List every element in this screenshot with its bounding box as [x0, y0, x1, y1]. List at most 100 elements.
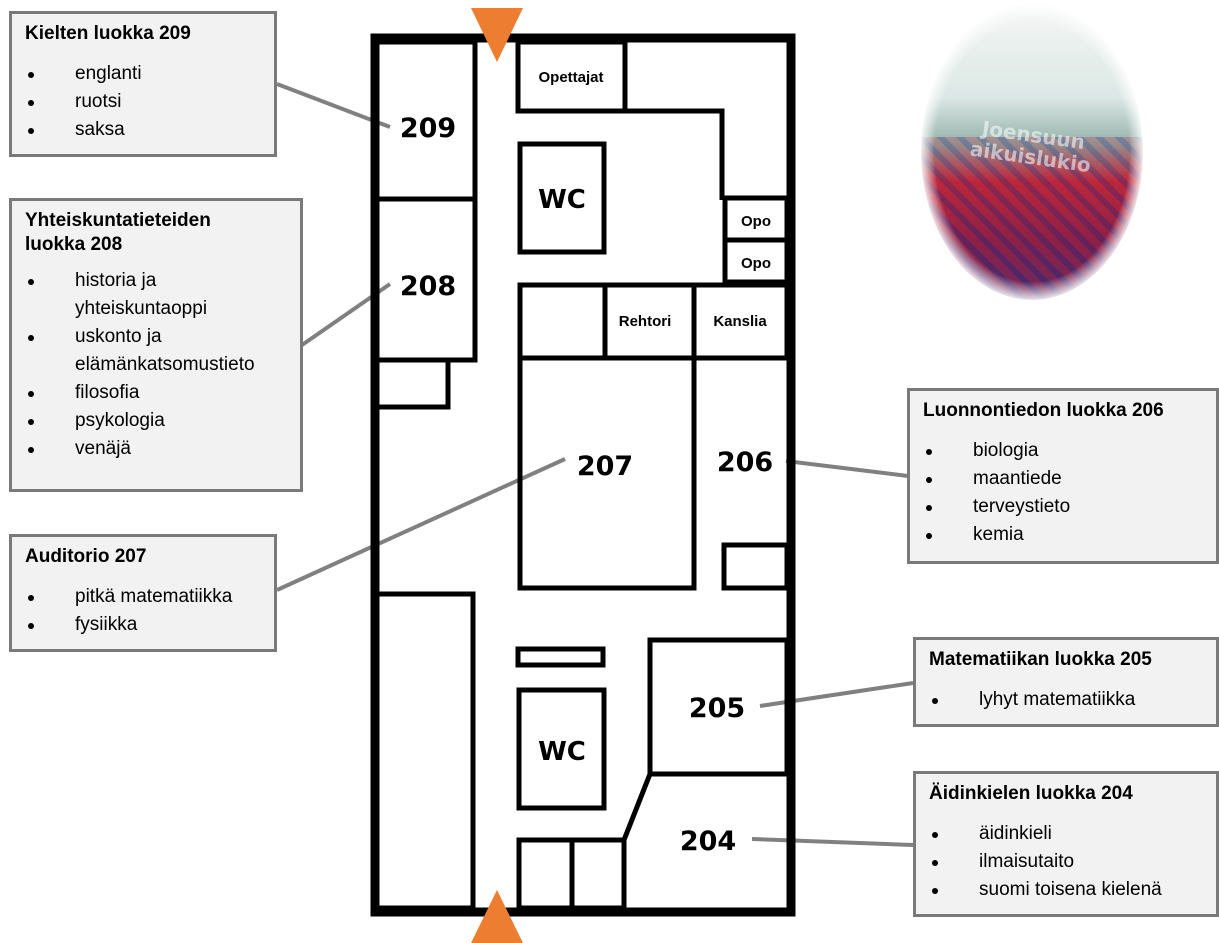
label-opo-2: Opo — [741, 255, 771, 272]
list-item-text: äidinkieli — [979, 823, 1052, 844]
label-204: 204 — [680, 826, 736, 857]
infobox-205: Matematiikan luokka 205 lyhyt matematiik… — [913, 637, 1219, 727]
list-item-text: psykologia — [75, 410, 165, 431]
label-205: 205 — [689, 693, 745, 724]
list-item-text: suomi toisena kielenä — [979, 879, 1162, 900]
infobox-204-title: Äidinkielen luokka 204 — [929, 783, 1133, 804]
infobox-206: Luonnontiedon luokka 206 biologia maanti… — [907, 388, 1219, 564]
small-room-bottom-2 — [569, 837, 627, 911]
bullet-icon — [926, 449, 932, 455]
infobox-208-title: Yhteiskuntatieteiden luokka 208 — [25, 209, 288, 257]
wall-204 — [621, 773, 653, 908]
bullet-icon — [28, 335, 34, 341]
list-item: suomi toisena kielenä — [929, 876, 1204, 904]
list-item: terveystieto — [923, 493, 1204, 521]
room-small-middle — [517, 282, 608, 361]
list-item-text: yhteiskuntaoppi — [75, 298, 208, 319]
bullet-icon — [28, 72, 34, 78]
list-item: saksa — [25, 116, 262, 144]
bullet-icon — [932, 698, 938, 704]
connector-206 — [785, 459, 909, 478]
bullet-icon — [28, 279, 34, 285]
list-item-text: saksa — [75, 119, 125, 140]
room-kanslia — [691, 282, 790, 361]
list-item: venäjä — [25, 435, 288, 463]
label-rehtori: Rehtori — [619, 313, 672, 330]
bullet-icon — [932, 832, 938, 838]
infobox-209: Kielten luokka 209 englanti ruotsi saksa — [9, 11, 277, 157]
list-item-text: pitkä matematiikka — [75, 586, 233, 607]
list-item: maantiede — [923, 465, 1204, 493]
room-205 — [647, 637, 790, 777]
small-room-left — [374, 357, 451, 410]
infobox-209-list: englanti ruotsi saksa — [25, 60, 262, 144]
bullet-icon — [28, 447, 34, 453]
infobox-206-list: biologia maantiede terveystieto kemia — [923, 437, 1204, 549]
list-item-text: venäjä — [75, 438, 131, 459]
list-item: ilmaisutaito — [929, 848, 1204, 876]
list-item-text: terveystieto — [973, 496, 1071, 517]
list-item-text: elämänkatsomustieto — [75, 354, 255, 375]
infobox-205-title: Matematiikan luokka 205 — [929, 649, 1152, 670]
shelf — [515, 646, 606, 668]
room-opo-2 — [722, 237, 790, 285]
list-item-text: ruotsi — [75, 91, 122, 112]
list-item: äidinkieli — [929, 820, 1204, 848]
infobox-208-title-line1: Yhteiskuntatieteiden — [25, 210, 211, 231]
bullet-icon — [28, 128, 34, 134]
list-item: kemia — [923, 521, 1204, 549]
label-208: 208 — [400, 271, 456, 302]
bullet-icon — [932, 888, 938, 894]
small-room-bottom-1 — [516, 837, 575, 911]
list-item-text: maantiede — [973, 468, 1062, 489]
label-opo-1: Opo — [741, 213, 771, 230]
infobox-208-title-line2: luokka 208 — [25, 234, 123, 255]
infobox-207: Auditorio 207 pitkä matematiikka fysiikk… — [9, 534, 277, 652]
label-kanslia: Kanslia — [713, 313, 767, 330]
list-item: biologia — [923, 437, 1204, 465]
bullet-icon — [28, 391, 34, 397]
label-wc-bottom: WC — [538, 737, 586, 767]
infobox-208: Yhteiskuntatieteiden luokka 208 historia… — [9, 198, 303, 492]
infobox-209-title: Kielten luokka 209 — [25, 23, 191, 44]
infobox-208-list: historia ja yhteiskuntaoppi uskonto ja elä… — [25, 267, 288, 463]
bullet-icon — [926, 505, 932, 511]
label-206: 206 — [717, 447, 773, 478]
entrance-arrow-bottom — [471, 890, 523, 943]
infobox-207-title: Auditorio 207 — [25, 546, 147, 567]
bullet-icon — [28, 623, 34, 629]
list-item-text: historia ja — [75, 270, 157, 291]
room-left-bottom — [374, 591, 476, 911]
list-item: uskonto ja elämänkatsomustieto — [25, 323, 288, 379]
infobox-204: Äidinkielen luokka 204 äidinkieli ilmais… — [913, 771, 1219, 917]
list-item: filosofia — [25, 379, 288, 407]
list-item: pitkä matematiikka — [25, 583, 262, 611]
label-opettajat: Opettajat — [538, 69, 603, 86]
list-item-text: uskonto ja — [75, 326, 162, 347]
bullet-icon — [926, 533, 932, 539]
list-item-text: biologia — [973, 440, 1039, 461]
list-item-text: englanti — [75, 63, 142, 84]
infobox-207-list: pitkä matematiikka fysiikka — [25, 583, 262, 639]
bullet-icon — [28, 100, 34, 106]
infobox-204-list: äidinkieli ilmaisutaito suomi toisena ki… — [929, 820, 1204, 904]
list-item-text: ilmaisutaito — [979, 851, 1075, 872]
connector-204 — [751, 837, 914, 847]
label-207: 207 — [577, 451, 633, 482]
list-item: historia ja yhteiskuntaoppi — [25, 267, 288, 323]
bullet-icon — [28, 419, 34, 425]
wall-upper-right — [518, 108, 725, 200]
list-item: lyhyt matematiikka — [929, 686, 1204, 714]
bullet-icon — [926, 477, 932, 483]
bullet-icon — [932, 860, 938, 866]
entrance-arrow-top — [471, 8, 523, 62]
list-item-text: lyhyt matematiikka — [979, 689, 1136, 710]
list-item-text: filosofia — [75, 382, 140, 403]
bullet-icon — [28, 595, 34, 601]
list-item: fysiikka — [25, 611, 262, 639]
infobox-206-title: Luonnontiedon luokka 206 — [923, 400, 1164, 421]
label-wc-top: WC — [538, 185, 586, 215]
label-209: 209 — [400, 113, 456, 144]
photo-ceiling — [921, 4, 1143, 138]
